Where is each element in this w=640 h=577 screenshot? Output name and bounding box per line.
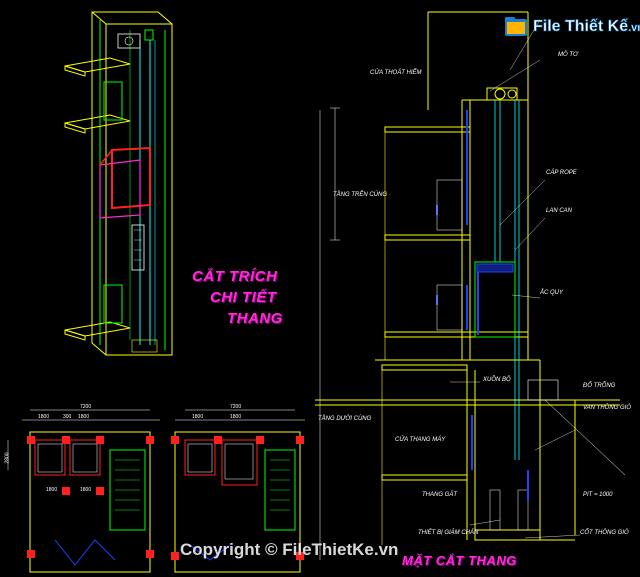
label-ac-quy: ẮC QUY: [540, 290, 564, 296]
section-title: MẶT CẮT THANG: [402, 553, 517, 568]
label-thiet-bi-giam-chan: THIẾT BỊ GIẢM CHẤN: [418, 530, 479, 536]
logo-brand-name: File Thiết Kế: [533, 18, 629, 36]
logo-brand-suffix: .vn: [628, 22, 640, 35]
folder-logo-icon: [505, 17, 527, 36]
plan-right-columns: [171, 436, 304, 560]
dim-plan1-side: 2800: [4, 452, 11, 464]
title-line-1: CẮT TRÍCH: [192, 268, 278, 285]
label-pit: PIT = 1000: [583, 492, 613, 498]
label-tang-duoi-cung: TẦNG DƯỚI CÙNG: [318, 416, 372, 422]
label-tang-tren-cung: TẦNG TRÊN CÙNG: [333, 192, 387, 198]
label-xuon-bo: XUỒN BỘ: [483, 377, 511, 383]
dim-plan1-part-2: 300: [63, 414, 72, 420]
dim-plan2-total: 7200: [230, 404, 242, 410]
label-cua-thang-may: CỬA THANG MÁY: [395, 437, 446, 443]
label-lan-can: LAN CAN: [546, 208, 573, 214]
copyright-watermark: Copyright © FileThietKe.vn: [180, 540, 399, 559]
logo-brand-text: File Thiết Kế.vn: [533, 18, 640, 36]
title-line-2: CHI TIẾT: [210, 289, 277, 306]
dim-plan2-part-1: 1800: [192, 414, 204, 420]
elevator-lower-section: [315, 360, 626, 545]
dim-plan2-part-2: 1800: [230, 414, 242, 420]
dim-plan1-total: 7200: [80, 404, 92, 410]
label-thang-gat: THANG GẤT: [422, 492, 458, 498]
label-cua-thoat-hiem: CỬA THOÁT HIỂM: [370, 70, 422, 76]
label-mo-tor: MÔ TƠ: [558, 52, 578, 58]
label-cot-thong-gio: CỐT THÔNG GIÓ: [580, 530, 629, 536]
title-line-3: THANG: [227, 310, 283, 327]
label-van-thong-gio: VAN THÔNG GIÓ: [583, 405, 632, 411]
dim-plan1-part-3: 1800: [78, 414, 90, 420]
elevator-section-view: [319, 11, 546, 560]
label-do-trong: ĐỔ TRỐNG: [583, 383, 616, 389]
filethietke-logo: File Thiết Kế.vn: [503, 14, 640, 42]
elevator-3d-cutaway: [64, 11, 173, 356]
dim-plan-bottom-2: 1800: [80, 487, 92, 493]
floor-plan-left: [7, 409, 160, 573]
plan-left-columns: [27, 436, 154, 558]
floor-plan-right: [174, 409, 305, 573]
dim-plan-bottom-1: 1800: [46, 487, 58, 493]
dim-plan1-part-1: 1800: [38, 414, 50, 420]
label-cap-rope: CÁP ROPE: [546, 170, 577, 176]
